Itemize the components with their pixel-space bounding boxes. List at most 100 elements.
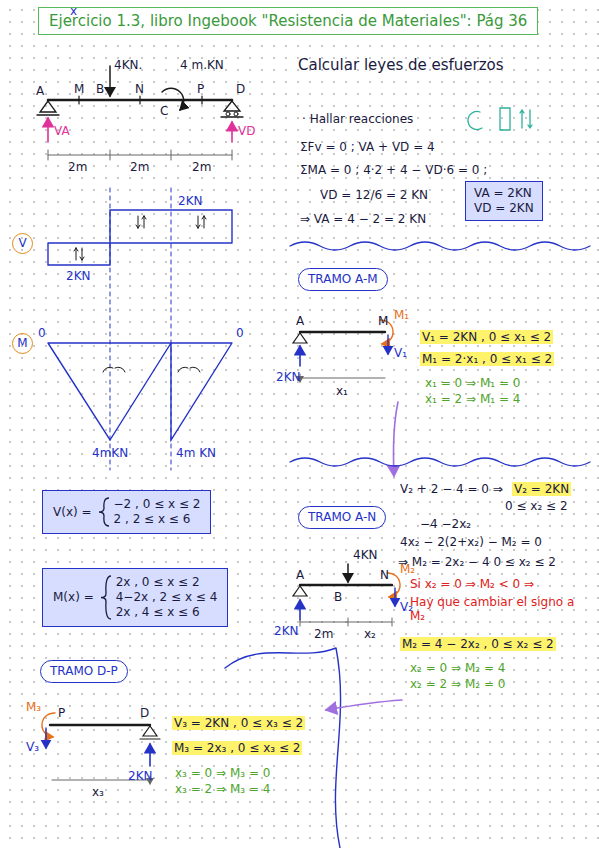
shear-arrow (45, 728, 46, 748)
annotation: V₃ (26, 740, 39, 754)
shear-arrow (387, 335, 388, 354)
node-text: TRAMO D-P (50, 664, 118, 678)
section-heading: TRAMO A-M (298, 268, 388, 291)
roller-support (221, 101, 243, 117)
piecewise-box: M(x) = 2x , 0 ≤ x ≤ 24−2x , 2 ≤ x ≤ 42x ,… (42, 568, 228, 627)
flow-arrow (394, 402, 399, 476)
annotation: −4 −2x₂ (420, 517, 471, 531)
annotation: x₂ = 2 ⇒ M₂ = 0 (410, 677, 505, 691)
annotation: V₂ (400, 600, 413, 614)
annotation: 4KN (353, 548, 377, 562)
annotation: V₁ (394, 346, 407, 360)
annotation: P (58, 706, 65, 720)
annotation: 2m (68, 160, 87, 174)
annotation: V₂ + 2 − 4 = 0 ⇒ (400, 482, 503, 496)
annotation: A (296, 568, 304, 582)
annotation: A (296, 314, 304, 328)
shear-sign-symbol (74, 216, 206, 260)
separator-wave (290, 458, 590, 466)
dashed-guide (110, 188, 171, 470)
point-load (109, 66, 111, 96)
brace-stroke (101, 576, 111, 619)
moment-arrow (42, 713, 55, 737)
annotation: D (140, 706, 149, 720)
node-text: VD = 2KN (474, 201, 534, 216)
annotation: M₃ (26, 700, 41, 714)
reaction-arrow (149, 744, 151, 766)
annotation: M₁ = 2·x₁ , 0 ≤ x₁ ≤ 2 (420, 352, 554, 366)
annotation: A (36, 84, 44, 98)
annotation: 2m (130, 160, 149, 174)
annotation: 4x₂ − 2(2+x₂) − M₂ = 0 (400, 535, 542, 549)
annotation: M₁ (394, 308, 409, 322)
annotation: ⇒ M₂ = 2x₂ − 4 0 ≤ x₂ ≤ 2 (398, 555, 556, 569)
annotation: 0 ≤ x₂ ≤ 2 (505, 499, 568, 513)
node-text: 4−2x , 2 ≤ x ≤ 4 (116, 590, 218, 605)
annotation: 4KN. (114, 58, 142, 72)
annotation: V₁ = 2KN , 0 ≤ x₁ ≤ 2 (420, 330, 553, 344)
annotation: Si x₂ = 0 ⇒ M₂ < 0 ⇒ (410, 577, 534, 591)
section-heading: TRAMO D-P (40, 660, 128, 683)
annotation: D (236, 82, 245, 96)
annotation: V₃ = 2KN , 0 ≤ x₃ ≤ 2 (172, 716, 305, 730)
annotation: VD = 12/6 = 2 KN (320, 188, 428, 202)
node-text: V(x) = (53, 505, 92, 520)
annotation: VD (238, 124, 255, 138)
node-text: M (17, 336, 27, 351)
annotation: Hay que cambiar el signo a M₂ (410, 595, 585, 623)
annotation: P (197, 82, 204, 96)
flow-arrow (326, 700, 402, 710)
annotation: x₃ = 0 ⇒ M₃ = 0 (175, 766, 270, 780)
annotation: 0 (38, 326, 46, 340)
reaction-arrow (47, 118, 49, 142)
annotation: M₂ (400, 562, 415, 576)
node-text: TRAMO A-M (308, 272, 378, 286)
moment-diagram (48, 343, 232, 440)
beam-segment (300, 584, 392, 586)
node-text: VA = 2KN (474, 186, 534, 201)
annotation: x₂ = 0 ⇒ M₂ = 4 (410, 661, 505, 675)
pin-support (37, 101, 59, 115)
annotation: x₁ = 0 ⇒ M₁ = 0 (425, 376, 520, 390)
page-title: Ejercicio 1.3, libro Ingebook "Resistenc… (38, 7, 538, 35)
diagram-tag: M (12, 333, 33, 354)
shear-arrow (394, 588, 395, 606)
annotation: x₂ (364, 627, 376, 641)
annotation: ΣFv = 0 ; VA + VD = 4 (300, 140, 435, 154)
point-load (347, 564, 349, 582)
annotation: · Hallar reacciones (302, 112, 413, 126)
annotation: N (135, 82, 144, 96)
roller (234, 112, 238, 116)
roller (226, 112, 230, 116)
annotation: M₃ = 2x₃ , 0 ≤ x₃ ≤ 2 (172, 741, 302, 755)
annotation: x₁ = 2 ⇒ M₁ = 4 (425, 392, 520, 406)
annotation: 2KN (66, 269, 90, 283)
roller-support (140, 726, 160, 739)
separator-wave (290, 242, 590, 250)
node-text: −2 , 0 ≤ x ≤ 2 (114, 497, 201, 512)
annotation: x₁ (336, 384, 348, 398)
node-text: M(x) = (53, 590, 94, 605)
annotation: 2KN (274, 624, 298, 638)
node-text: V (18, 236, 26, 251)
annotation: x (70, 4, 77, 18)
shear-diagram (48, 210, 232, 265)
beam-segment (300, 331, 385, 333)
annotation: M₂ = 4 − 2x₂ , 0 ≤ x₂ ≤ 2 (400, 637, 556, 651)
node-text: 2x , 4 ≤ x ≤ 6 (116, 605, 218, 620)
annotation: 0 (236, 326, 244, 340)
pin-support (293, 333, 307, 343)
node-text: 2 , 2 ≤ x ≤ 6 (114, 512, 201, 527)
diagram-tag: V (12, 233, 33, 254)
annotation: ⇒ VA = 4 − 2 = 2 KN (300, 212, 426, 226)
node-text: 2x , 0 ≤ x ≤ 2 (116, 575, 218, 590)
annotation: B (96, 82, 104, 96)
pin-support (293, 586, 307, 596)
annotation: B (334, 590, 342, 604)
annotation: 4m KN (176, 446, 216, 460)
piecewise-box: V(x) = −2 , 0 ≤ x ≤ 22 , 2 ≤ x ≤ 6 (42, 490, 211, 534)
dimension-line (48, 150, 232, 160)
sign-convention (468, 108, 532, 130)
annotation: 2m (192, 160, 211, 174)
